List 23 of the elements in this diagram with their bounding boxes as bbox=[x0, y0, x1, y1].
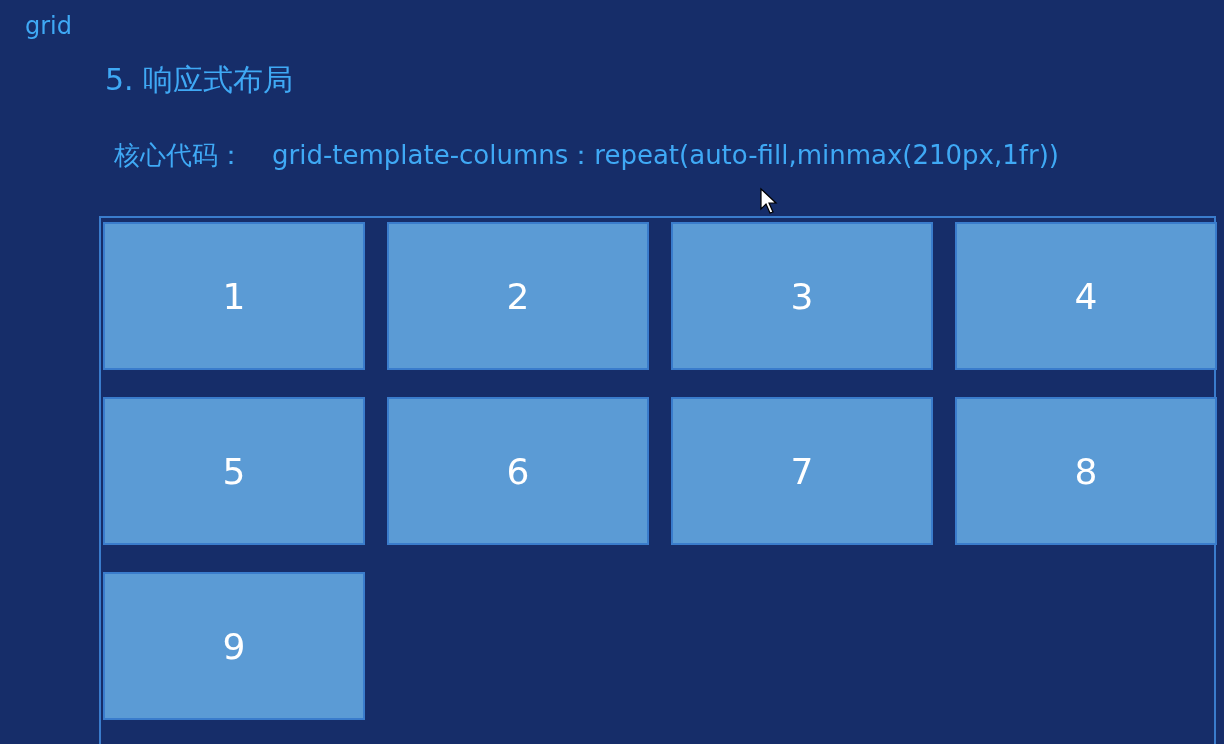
code-text: grid-template-columns：repeat(auto-fill,minmax(210px,1fr)) bbox=[272, 139, 1059, 172]
item-number: 2 bbox=[506, 275, 530, 317]
grid-item bbox=[103, 222, 365, 370]
grid-item bbox=[955, 222, 1217, 370]
item-number: 6 bbox=[506, 450, 530, 492]
grid-item bbox=[955, 397, 1217, 545]
code-label: 核心代码： bbox=[114, 139, 244, 172]
item-number: 1 bbox=[222, 275, 246, 317]
grid-item bbox=[103, 572, 365, 720]
item-number: 9 bbox=[222, 625, 246, 667]
item-number: 4 bbox=[1074, 275, 1098, 317]
grid-item bbox=[387, 397, 649, 545]
grid-item bbox=[671, 397, 933, 545]
item-number: 5 bbox=[222, 450, 246, 492]
grid-item bbox=[387, 222, 649, 370]
title: 5. 响应式布局 bbox=[105, 61, 294, 99]
item-number: 8 bbox=[1074, 450, 1098, 492]
page-tab-label: grid bbox=[25, 12, 72, 40]
grid-item bbox=[103, 397, 365, 545]
item-number: 3 bbox=[790, 275, 814, 317]
grid-item bbox=[671, 222, 933, 370]
grid-container bbox=[99, 216, 1216, 744]
item-number: 7 bbox=[790, 450, 814, 492]
